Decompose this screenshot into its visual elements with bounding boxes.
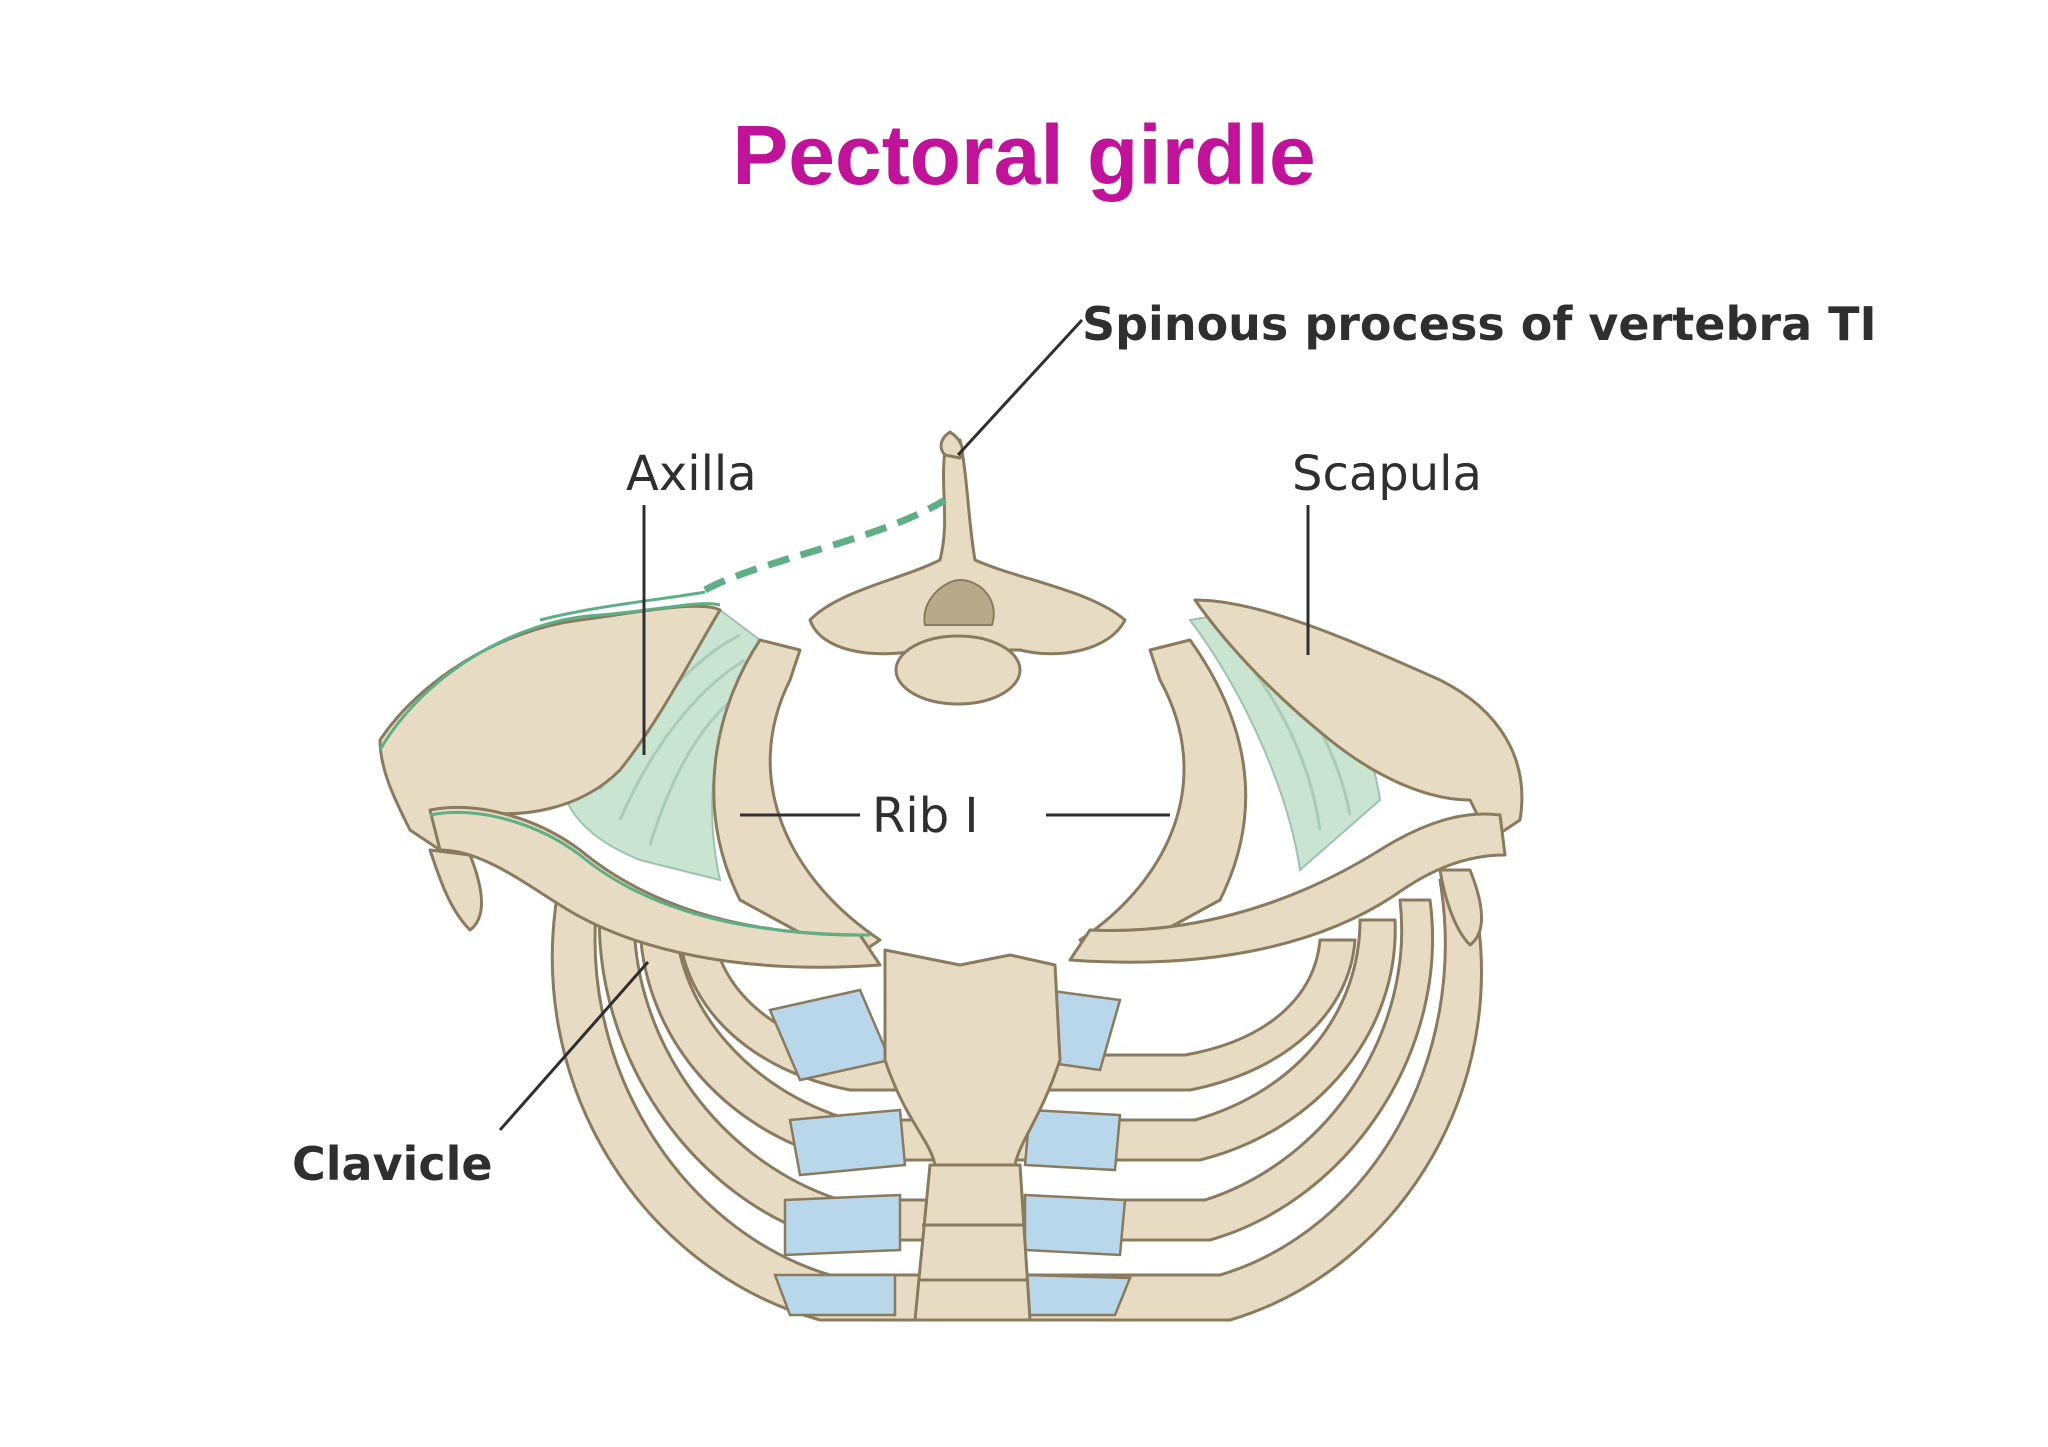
label-scapula: Scapula (1292, 446, 1482, 502)
scapulae (378, 598, 1524, 947)
label-clavicle: Clavicle (292, 1137, 493, 1191)
costal-cartilage (1023, 1108, 1122, 1172)
clavicles (428, 805, 1507, 969)
sternal-body (913, 1163, 1032, 1322)
muscle-striation (618, 658, 746, 821)
costal-cartilage (1023, 1273, 1132, 1317)
label-axilla: Axilla (626, 446, 757, 502)
costal-cartilage (788, 1108, 907, 1177)
rib-band-3 (638, 918, 1397, 1162)
label-spinous-process: Spinous process of vertebra TI (1082, 297, 1877, 351)
costal-cartilage (1023, 1193, 1127, 1257)
scapula-left-outline (378, 602, 721, 751)
spinous-leader (956, 318, 1084, 457)
rib-one-right (1078, 638, 1248, 962)
clavicle-left-outline (429, 810, 871, 937)
clavicle-right (1068, 812, 1507, 964)
rib-one-left (712, 638, 882, 962)
scapula-right (1193, 598, 1524, 842)
scapula-left-coracoid (428, 848, 484, 932)
scapula-right-coracoid (1438, 868, 1484, 947)
clavicle-left (428, 805, 882, 969)
costal-cartilage (783, 1193, 902, 1257)
label-rib-one: Rib I (872, 788, 979, 844)
rib-one (712, 638, 1248, 962)
costal-cartilage (773, 1273, 897, 1317)
vertebra-t1 (808, 430, 1127, 706)
axilla-contour-dashed (703, 497, 947, 594)
vertebral-body (894, 634, 1022, 706)
axilla-contour-solid (539, 590, 706, 622)
vertebral-foramen (923, 578, 995, 626)
sternum (883, 948, 1062, 1322)
clavicle-leader (498, 961, 650, 1131)
slide-title: Pectoral girdle (732, 108, 1316, 202)
rib-band-2 (597, 898, 1435, 1242)
spinous-process (939, 430, 964, 460)
